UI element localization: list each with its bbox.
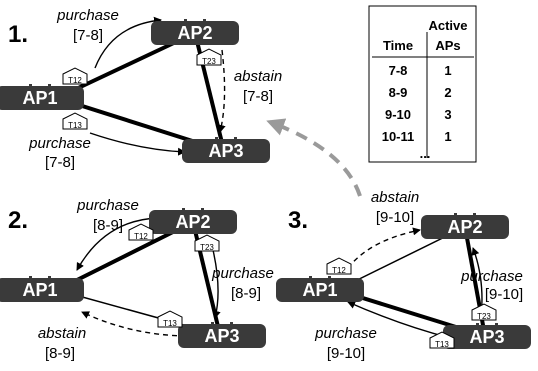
- token-label: T13: [435, 340, 449, 349]
- table-cell-aps: 3: [444, 107, 451, 122]
- slot-label: [9-10]: [327, 345, 365, 362]
- slot-label: [9-10]: [376, 209, 414, 226]
- arrow-purchase-ap2-ap1: [76, 217, 159, 271]
- ap-label: AP3: [204, 326, 239, 346]
- table-frame: [368, 5, 477, 163]
- panel-2: 2. AP2 AP1 AP3 T12 T13 T23 purchase [8-9…: [0, 197, 274, 362]
- table-cell-time: 8-9: [389, 85, 408, 100]
- slot-label: [8-9]: [45, 345, 75, 362]
- panel-3: 3. AP2 AP1 AP3 T12 T13 T23 abstain [9-10…: [276, 189, 531, 362]
- slot-label: [7-8]: [45, 154, 75, 171]
- action-label: purchase: [56, 7, 119, 24]
- table-header-active: Active: [428, 18, 467, 33]
- active-aps-table: Active Time APs 7-8 1 8-9 2 9-10 3 10-11…: [368, 5, 477, 163]
- token-label: T12: [68, 76, 82, 85]
- ap-label: AP1: [22, 88, 57, 108]
- action-label: abstain: [38, 325, 86, 342]
- action-label: purchase: [314, 325, 377, 342]
- arrow-purchase-ap1-ap2: [94, 16, 162, 69]
- slot-label: [9-10]: [485, 286, 523, 303]
- table-cell-aps: 1: [444, 129, 451, 144]
- ap-label: AP3: [469, 327, 504, 347]
- action-label: purchase: [460, 268, 523, 285]
- slot-label: [7-8]: [243, 88, 273, 105]
- table-ellipsis: ...: [420, 146, 431, 161]
- arrow-abstain-ap3-ap1: [81, 311, 187, 337]
- arrow-purchase-ap1-ap3: [89, 132, 186, 156]
- action-label: purchase: [28, 135, 91, 152]
- ap-label: AP2: [175, 212, 210, 232]
- arrow-abstain-ap2-ap3: [217, 49, 226, 133]
- action-label: abstain: [234, 68, 282, 85]
- token-label: T23: [200, 243, 214, 252]
- table-cell-aps: 1: [444, 63, 451, 78]
- token-label: T23: [477, 312, 491, 321]
- arrow-purchase-ap2-ap3: [212, 249, 221, 319]
- cycle-arrow: [266, 118, 362, 197]
- action-label: purchase: [211, 265, 274, 282]
- table-cell-time: 7-8: [389, 63, 408, 78]
- ap-label: AP1: [22, 280, 57, 300]
- ap-label: AP2: [177, 23, 212, 43]
- panel-1: 1. AP2 AP1 AP3 T12 T13 T23 purchase [7-8…: [0, 7, 282, 171]
- token-label: T12: [332, 266, 346, 275]
- token-label: T23: [202, 57, 216, 66]
- token-label: T13: [163, 319, 177, 328]
- table-header-time: Time: [383, 38, 413, 53]
- table-cell-aps: 2: [444, 85, 451, 100]
- slot-label: [8-9]: [93, 217, 123, 234]
- action-label: purchase: [76, 197, 139, 214]
- panel-number: 2.: [8, 207, 28, 234]
- token-label: T13: [68, 121, 82, 130]
- arrow-abstain-ap1-ap2: [347, 227, 421, 269]
- action-label: abstain: [371, 189, 419, 206]
- table-header-aps: APs: [435, 38, 460, 53]
- ap-label: AP3: [208, 141, 243, 161]
- table-cell-time: 9-10: [385, 107, 411, 122]
- ap-label: AP1: [302, 280, 337, 300]
- panel-number: 1.: [8, 21, 28, 48]
- token-label: T12: [134, 232, 148, 241]
- ap-label: AP2: [447, 217, 482, 237]
- slot-label: [8-9]: [231, 285, 261, 302]
- table-cell-time: 10-11: [382, 129, 415, 144]
- panel-number: 3.: [288, 207, 308, 234]
- slot-label: [7-8]: [73, 27, 103, 44]
